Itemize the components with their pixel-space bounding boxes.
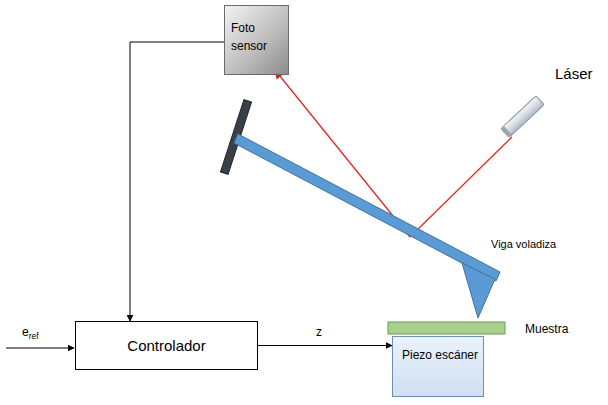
sensor-box: Foto sensor bbox=[224, 5, 289, 75]
signal-arrow bbox=[130, 42, 224, 321]
input-arrow bbox=[6, 348, 74, 349]
box-text: Piezo escáner bbox=[402, 346, 479, 364]
cantilever-tip bbox=[462, 263, 495, 318]
cantilever-beam bbox=[234, 134, 500, 281]
box-text: Controlador bbox=[127, 337, 205, 354]
controller-box: Controlador bbox=[75, 321, 258, 370]
signal-arrow bbox=[258, 345, 392, 346]
sample bbox=[388, 322, 505, 334]
cantilever-holder bbox=[220, 100, 251, 175]
cantilever-label: Viga voladiza bbox=[491, 238, 556, 250]
edge-label: z bbox=[316, 326, 322, 339]
signal-name: eref bbox=[22, 326, 38, 342]
reflected-beam bbox=[275, 70, 410, 237]
laser-beam bbox=[410, 137, 512, 237]
laser-body bbox=[501, 96, 544, 138]
box-text: Foto sensor bbox=[231, 19, 284, 55]
laser-label: Láser bbox=[555, 66, 593, 83]
piezo-box: Piezo escáner bbox=[392, 336, 484, 397]
sample-label: Muestra bbox=[525, 323, 568, 336]
